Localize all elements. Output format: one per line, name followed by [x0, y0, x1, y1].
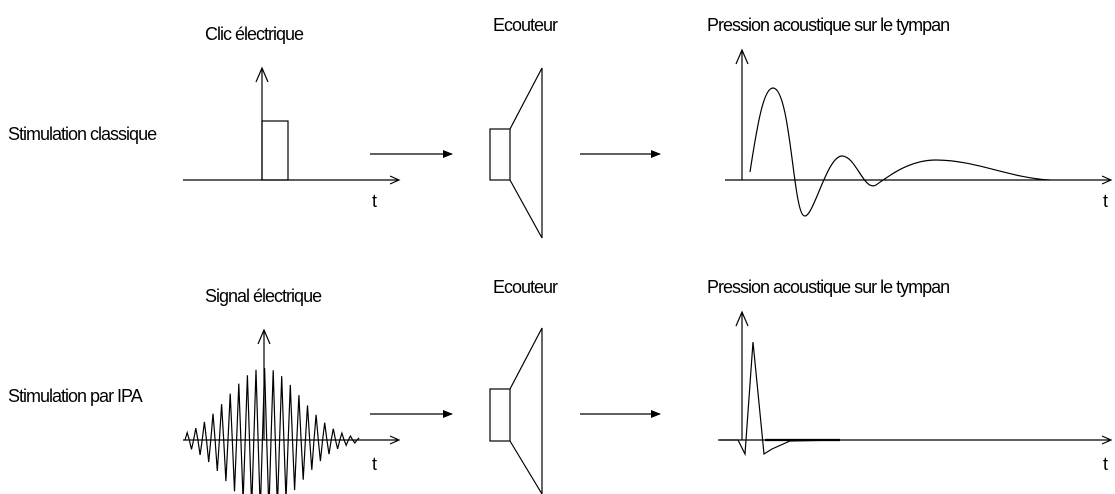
sharp-pressure-pulse	[720, 341, 841, 457]
input-time-label-classic: t	[372, 191, 377, 211]
output-title-classic: Pression acoustique sur le tympan	[707, 15, 949, 35]
output-plot-classic: t	[725, 48, 1113, 217]
row-label-classic: Stimulation classique	[8, 124, 157, 144]
time-axis-arrowhead	[1101, 435, 1113, 445]
output-time-label-ipa: t	[1103, 454, 1108, 474]
damped-pressure-waveform	[749, 87, 1051, 217]
amplitude-axis-arrowhead	[255, 66, 269, 83]
amplitude-axis-arrowhead	[257, 328, 271, 345]
pressure-axis-arrowhead	[735, 48, 749, 65]
row-label-ipa: Stimulation par IPA	[8, 386, 143, 406]
click-pulse	[261, 120, 289, 181]
output-title-ipa: Pression acoustique sur le tympan	[707, 277, 949, 297]
output-time-label-classic: t	[1103, 191, 1108, 211]
pressure-axis-arrowhead	[735, 310, 749, 327]
transducer-title-ipa: Ecouteur	[493, 277, 558, 297]
input-time-label-ipa: t	[372, 454, 377, 474]
earphone-icon	[489, 327, 543, 494]
transducer-title-classic: Ecouteur	[493, 15, 558, 35]
input-plot-classic: t	[183, 66, 401, 211]
time-axis-arrowhead	[389, 175, 401, 185]
input-title-classic: Clic électrique	[205, 24, 304, 44]
electrical-burst-signal	[184, 367, 360, 494]
time-axis-arrowhead	[1101, 175, 1113, 185]
input-title-ipa: Signal électrique	[205, 286, 322, 306]
output-plot-ipa: t	[718, 310, 1113, 474]
earphone-icon	[489, 67, 543, 239]
row-ipa: Stimulation par IPA Signal électrique Ec…	[8, 277, 1113, 494]
input-plot-ipa: t	[183, 328, 401, 494]
time-axis-arrowhead	[389, 435, 401, 445]
row-classic: Stimulation classique Clic électrique Ec…	[8, 15, 1113, 239]
